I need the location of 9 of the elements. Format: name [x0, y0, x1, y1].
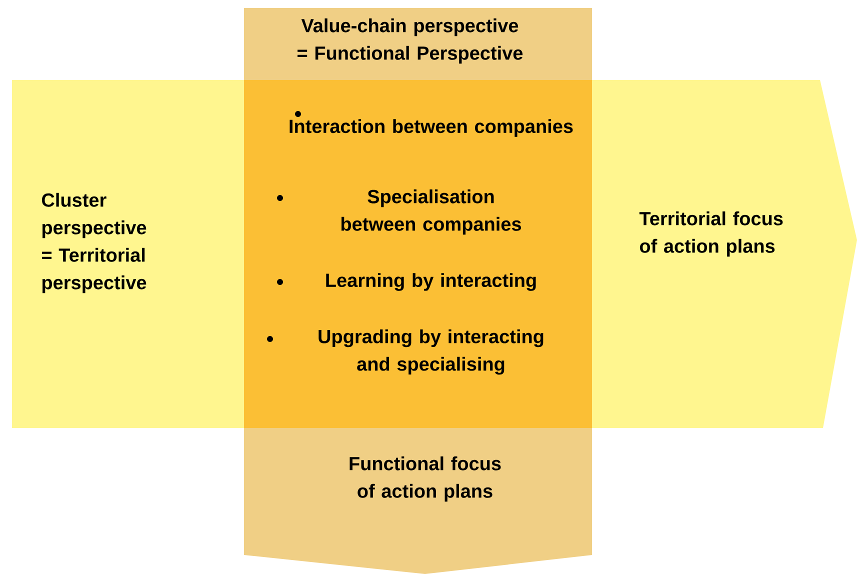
focus-text: Functional focus of action plans: [350, 456, 501, 502]
overlap-area: [244, 80, 592, 428]
perspective-text: Cluster perspective = Territorial perspective: [42, 192, 146, 294]
bullet-item: Specialisation between companies: [341, 189, 522, 235]
bullet-item: Interaction between companies: [290, 119, 573, 137]
heading-text: Value-chain perspective = Functional Perspective: [298, 18, 523, 64]
bullet-item: Learning by interacting: [326, 273, 536, 291]
bullet-item: Upgrading by interacting and specialising: [318, 329, 544, 375]
focus-text: Territorial focus of action plans: [639, 211, 783, 257]
